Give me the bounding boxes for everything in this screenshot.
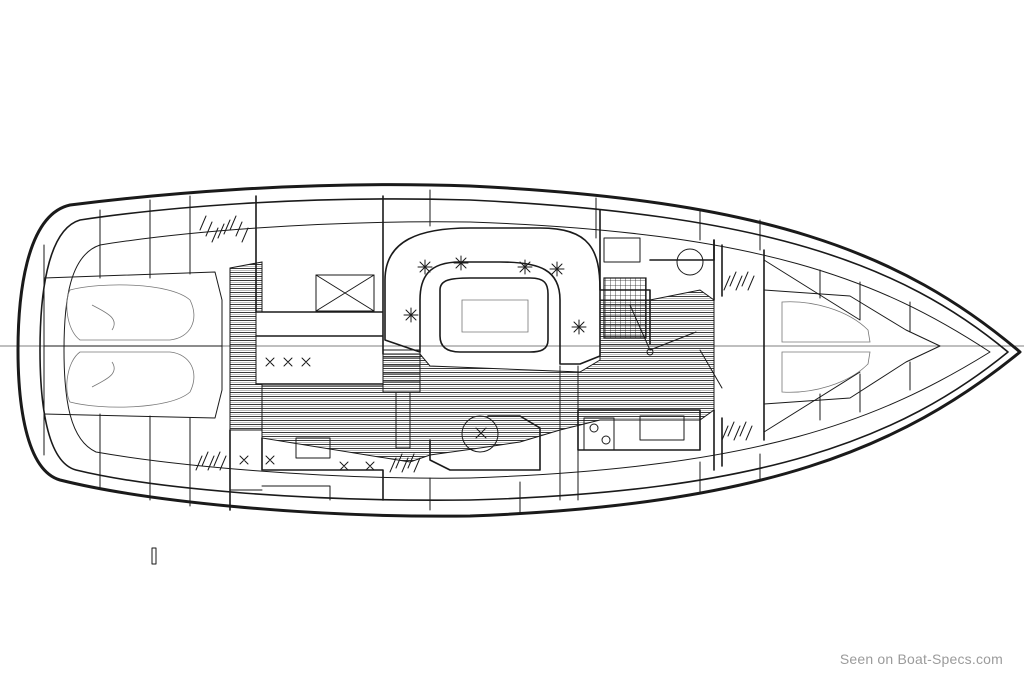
- galley-sink: [639, 415, 685, 441]
- head-basin: [603, 237, 641, 263]
- aft-hanging-locker: [315, 274, 375, 312]
- stove-burner-2: [601, 435, 611, 445]
- aft-cushion-1: [66, 284, 195, 341]
- deck-light-icons: [239, 255, 587, 471]
- saloon-table: [439, 277, 549, 353]
- scale-marker: [151, 547, 157, 565]
- v-berth: [763, 289, 941, 405]
- head-shower-grate: [603, 277, 647, 339]
- head-toilet: [676, 248, 704, 276]
- aft-berth-starboard: [43, 345, 223, 419]
- aft-cabin-bulkheads: [229, 195, 384, 511]
- head-door-swing: [629, 304, 723, 389]
- aft-bench: [229, 437, 331, 501]
- sheer-line: [63, 221, 991, 479]
- watermark-text: Seen on Boat-Specs.com: [839, 651, 1003, 667]
- aft-cushion-2: [66, 351, 195, 408]
- companionway-steps: [382, 349, 421, 393]
- galley-stove: [583, 417, 615, 451]
- side-lockers: [429, 189, 761, 513]
- stove-burner-1: [589, 423, 599, 433]
- saloon-table-inner: [461, 299, 529, 333]
- galley-counter: [577, 409, 701, 451]
- hull-outline: [16, 183, 1022, 518]
- saloon-settee: [384, 227, 601, 365]
- v-berth-cushion-1: [781, 301, 871, 343]
- nav-seat: [461, 415, 499, 453]
- hull-inner-line: [39, 198, 1009, 501]
- forward-bulkhead: [713, 239, 765, 471]
- v-berth-cushion-2: [781, 351, 871, 393]
- locker-cross: [315, 274, 375, 312]
- navigation-station: [429, 415, 541, 471]
- head-door-pivot: [646, 348, 654, 356]
- fore-lockers: [763, 259, 911, 433]
- transom-lockers: [43, 195, 191, 507]
- aft-pillow-1: [91, 304, 115, 331]
- hull-stiffener-ribs: [195, 215, 755, 473]
- engine-box: [395, 391, 411, 449]
- aft-pillow-2: [91, 361, 115, 388]
